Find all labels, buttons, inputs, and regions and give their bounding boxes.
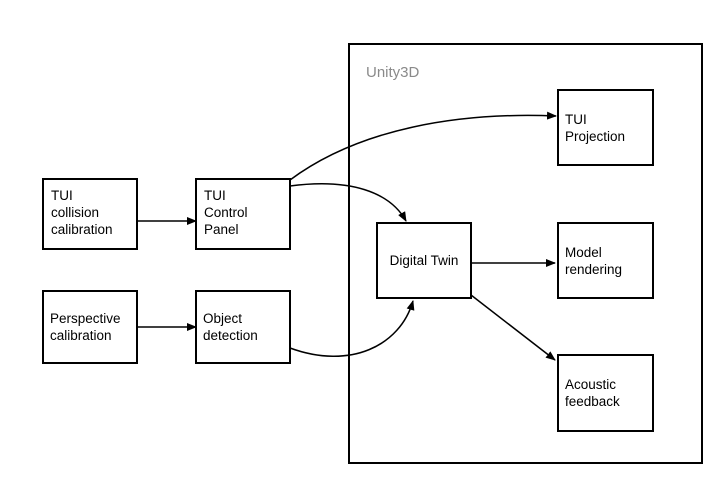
node-label: Digital Twin <box>389 253 459 268</box>
node-label: TUI collision calibration <box>51 188 113 237</box>
node-acoustic-feedback: Acoustic feedback <box>557 354 654 432</box>
node-label: Model rendering <box>565 244 623 277</box>
node-label: Acoustic feedback <box>565 377 620 409</box>
edge-digital-twin-to-acoustic-feedback <box>470 294 556 361</box>
node-model-rendering: Model rendering <box>557 222 654 299</box>
node-tui-collision-calibration: TUI collision calibration <box>42 178 138 250</box>
node-perspective-calibration: Perspective calibration <box>42 290 138 364</box>
node-digital-twin: Digital Twin <box>376 222 472 299</box>
node-label: TUI Projection <box>565 111 626 144</box>
node-tui-control-panel: TUI Control Panel <box>195 178 291 250</box>
edge-object-detection-to-digital-twin <box>289 300 415 357</box>
edge-control-panel-to-projection <box>289 111 557 181</box>
container-title: Unity3D <box>366 64 420 81</box>
edge-control-panel-to-digital-twin <box>289 183 407 222</box>
node-label: Object detection <box>203 311 258 343</box>
unity3d-container: Unity3D <box>348 43 703 464</box>
node-label: Perspective calibration <box>50 311 121 343</box>
node-object-detection: Object detection <box>195 290 291 364</box>
node-tui-projection: TUI Projection <box>557 89 654 166</box>
node-label: TUI Control Panel <box>204 188 248 237</box>
